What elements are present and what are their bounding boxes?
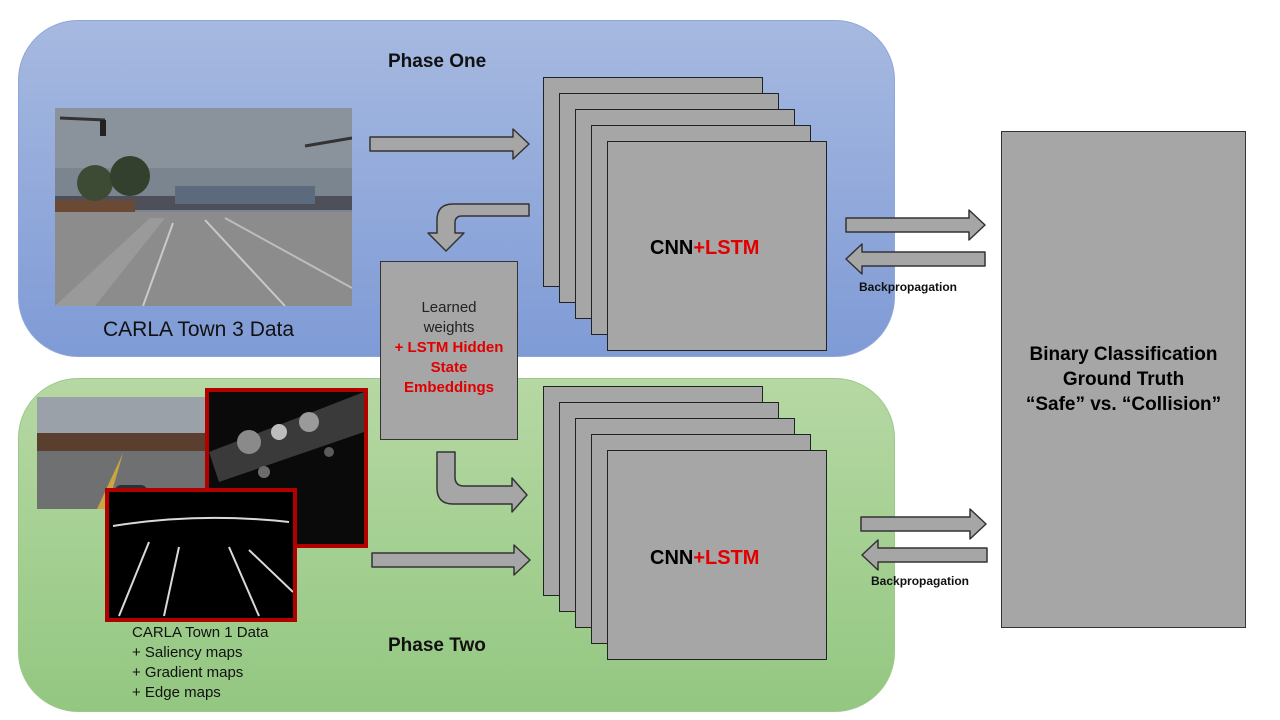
learned-weights-line-2: weights [423, 319, 475, 336]
lstm-text: +LSTM [693, 237, 760, 259]
carla-town3-image [55, 108, 352, 306]
backpropagation-label-2: Backpropagation [871, 574, 970, 588]
ground-truth-line-1: Binary Classification [1029, 344, 1218, 365]
backpropagation-label-1: Backpropagation [859, 280, 958, 294]
phase-one-title: Phase One [388, 51, 487, 72]
phase-two-caption-line-3: + Gradient maps [132, 664, 244, 681]
phase-two-caption-line-2: + Saliency maps [132, 644, 243, 661]
learned-weights-line-1: Learned [421, 299, 477, 316]
ground-truth-line-3: “Safe” vs. “Collision” [1025, 394, 1222, 415]
arrow-backprop-1 [845, 243, 986, 275]
ground-truth-line-2: Ground Truth [1062, 369, 1185, 390]
learned-weights-line-4: State [430, 359, 468, 376]
arrow-backprop-2 [861, 539, 988, 571]
lstm-text: +LSTM [693, 547, 760, 569]
arrow-weights-to-cnn2 [436, 451, 528, 513]
arrow-cnn1-to-gt [845, 209, 986, 241]
cnn-lstm-label-2: CNN+LSTM [650, 547, 759, 570]
cnn-card-stack-2-front: CNN+LSTM [607, 450, 827, 660]
learned-weights-line-3: + LSTM Hidden [394, 339, 504, 356]
ground-truth-box: Binary Classification Ground Truth “Safe… [1001, 131, 1246, 628]
arrow-input-to-cnn-2 [371, 544, 531, 576]
edge-map-image [105, 488, 297, 622]
phase-two-title: Phase Two [388, 635, 486, 656]
cnn-text: CNN [650, 237, 694, 259]
learned-weights-line-5: Embeddings [403, 379, 494, 396]
phase-two-caption-line-4: + Edge maps [132, 684, 221, 701]
learned-weights-box: Learned weights + LSTM Hidden State Embe… [380, 261, 518, 440]
arrow-input-to-cnn-1 [369, 128, 530, 160]
phase-two-caption-line-1: CARLA Town 1 Data [132, 624, 269, 641]
cnn-text: CNN [650, 547, 694, 569]
arrow-cnn1-to-weights [427, 203, 530, 252]
cnn-lstm-label-1: CNN+LSTM [650, 237, 759, 260]
phase-one-caption: CARLA Town 3 Data [103, 318, 295, 341]
cnn-card-stack-1-front: CNN+LSTM [607, 141, 827, 351]
arrow-cnn2-to-gt [860, 508, 987, 540]
phase-two-caption: CARLA Town 1 Data + Saliency maps + Grad… [132, 623, 268, 703]
